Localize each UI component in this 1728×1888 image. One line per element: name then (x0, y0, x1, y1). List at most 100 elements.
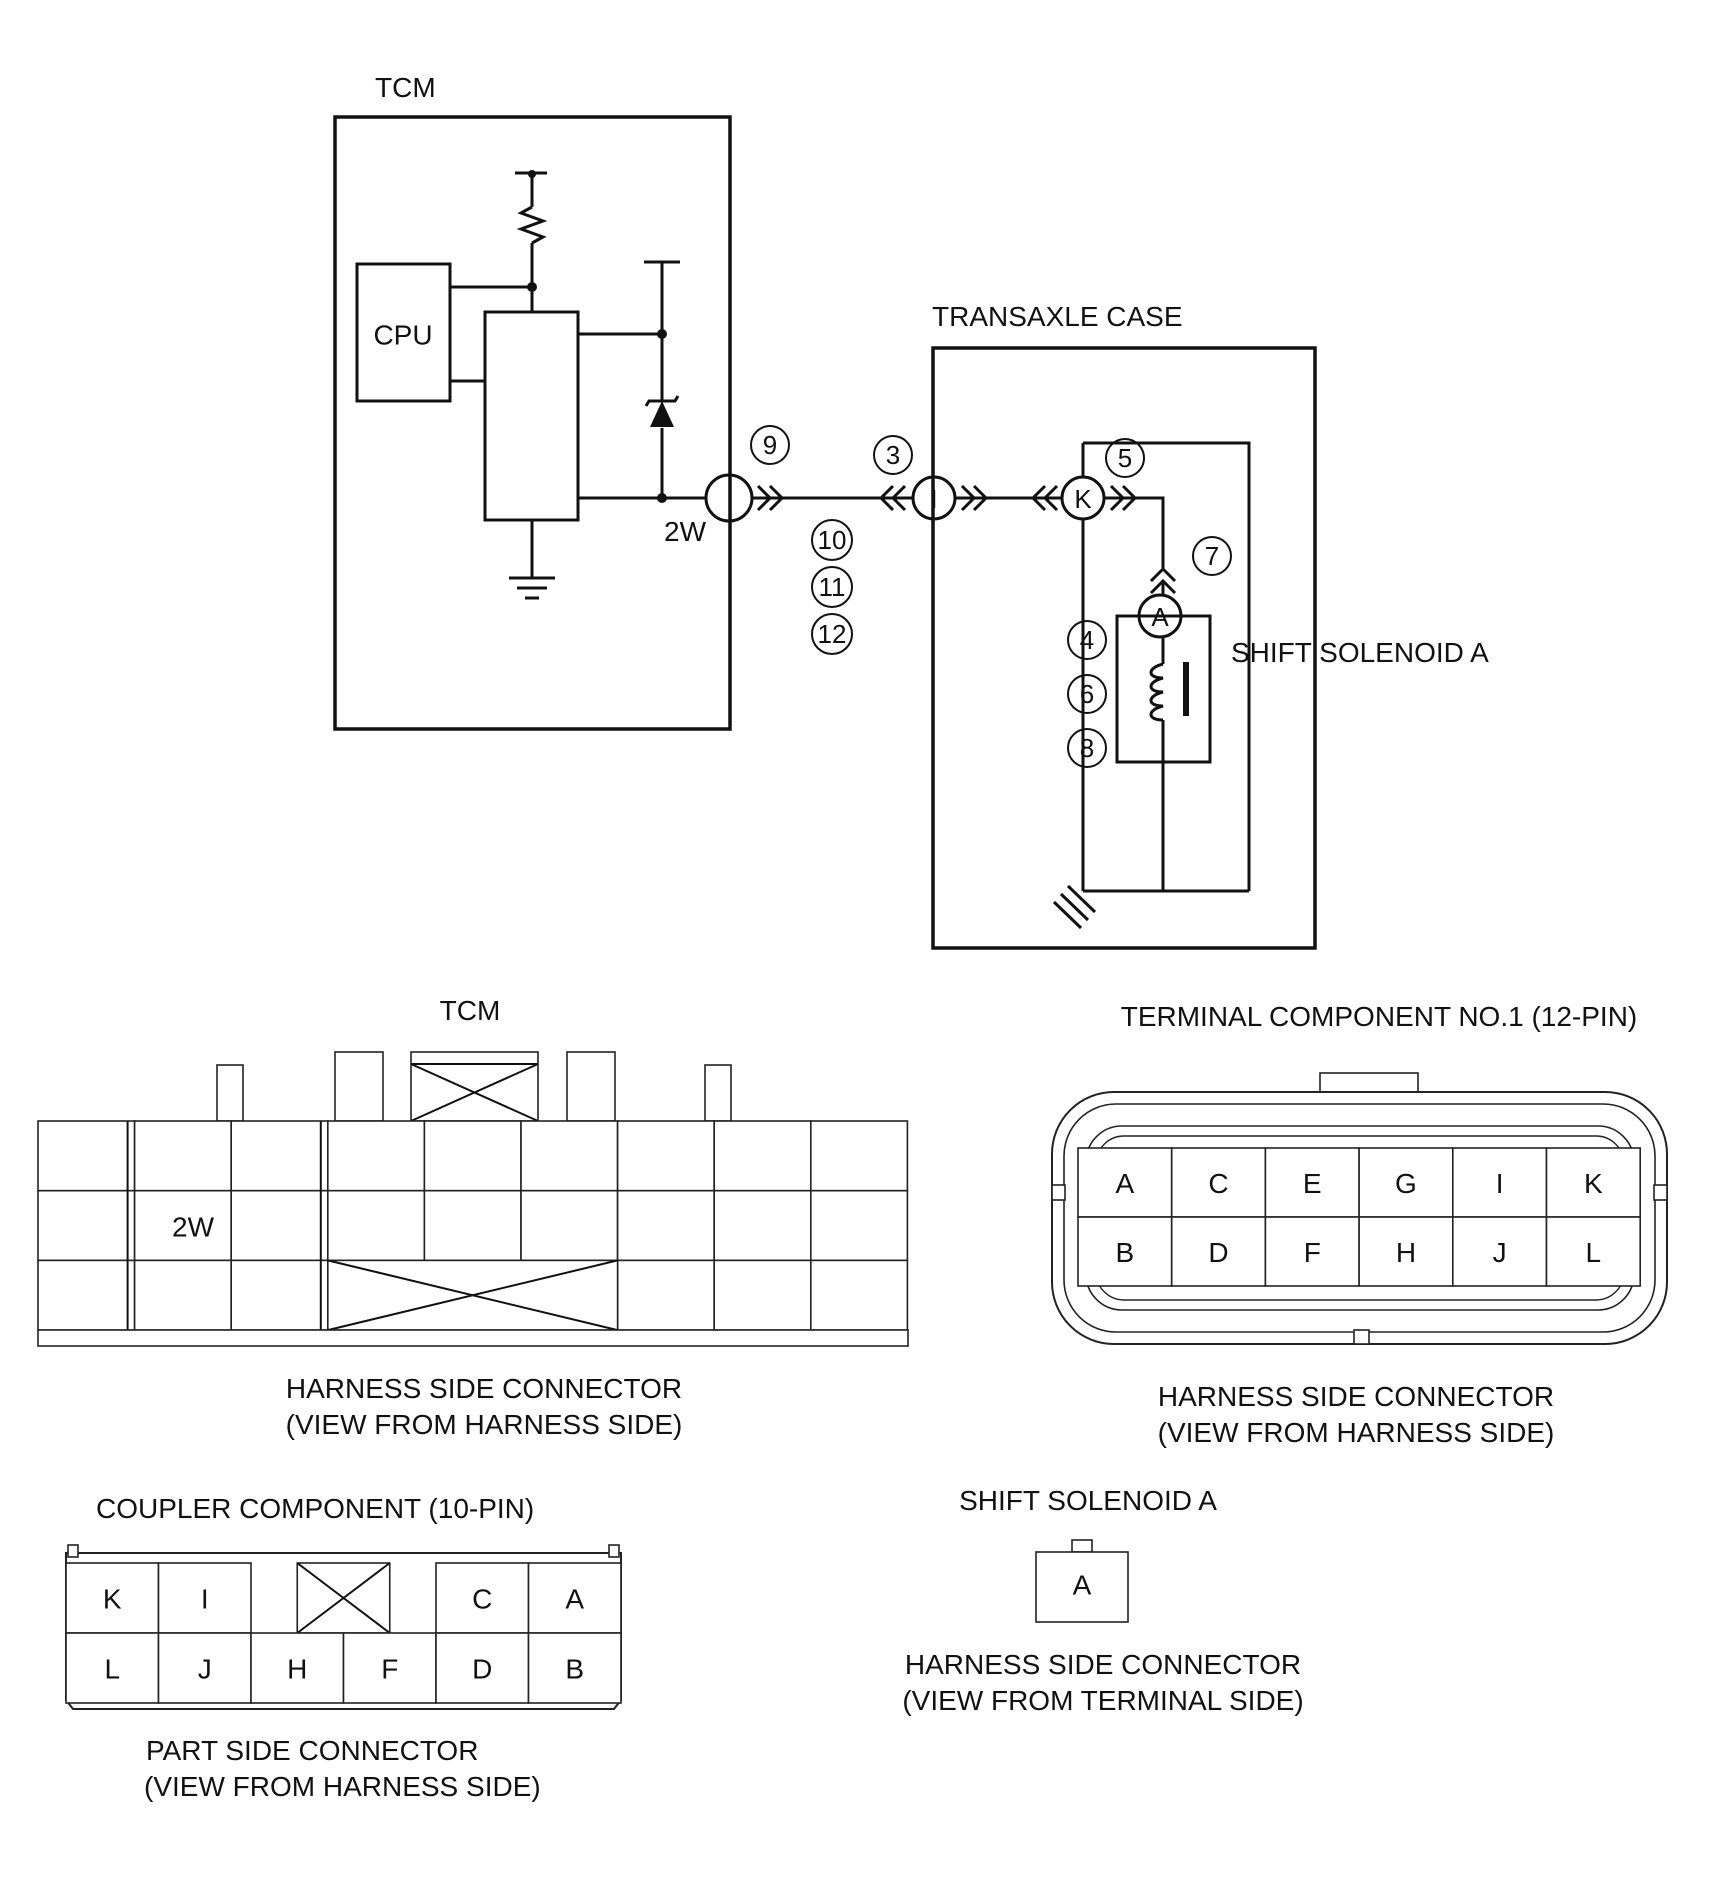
coupler-pin-h-label: H (287, 1654, 307, 1685)
terminal-pin-l (1545, 1216, 1641, 1287)
tcm-pin-cell (616, 1120, 715, 1192)
terminal-pin-d (1170, 1216, 1267, 1287)
tcm-pin-cell (713, 1189, 812, 1262)
tcm-pin-cell (230, 1259, 329, 1331)
tcm-pin-cell (37, 1189, 136, 1262)
coupler-pin-d-label: D (472, 1654, 492, 1685)
terminal-pin-d-label: D (1208, 1237, 1228, 1268)
tcm-pin-cell (713, 1259, 812, 1331)
tcm-label: TCM (375, 72, 436, 103)
tcm-pin-cell (809, 1189, 909, 1262)
coupler-pin-l-label: L (104, 1654, 120, 1685)
circuit-5: 5 (1118, 443, 1132, 473)
coupler-pin-h (250, 1632, 345, 1704)
terminal-pin-l-label: L (1586, 1237, 1602, 1268)
terminal-component-title: TERMINAL COMPONENT NO.1 (12-PIN) (1121, 1001, 1638, 1032)
coupler-pin-a-label: A (565, 1584, 584, 1615)
cpu-label: CPU (373, 320, 432, 351)
tcm-pin-cell (37, 1259, 136, 1331)
tcm-connector-title: TCM (440, 995, 501, 1026)
tcm-pin-cell (37, 1120, 136, 1192)
tcm-pin-cell (616, 1189, 715, 1262)
tcm-pin-cell (809, 1259, 909, 1331)
transaxle-box (931, 346, 1317, 950)
terminal-pin-j (1452, 1216, 1548, 1287)
terminal-pin-j-label: J (1493, 1237, 1507, 1268)
solenoid-coil-icon (1149, 662, 1164, 722)
terminal-pin-c-label: C (1208, 1168, 1228, 1199)
coupler-pin-k-label: K (103, 1584, 122, 1615)
circuit-7: 7 (1205, 541, 1219, 571)
zener-diode-icon (578, 260, 680, 503)
shift-solenoid-connector: SHIFT SOLENOID A A HARNESS SIDE CONNECTO… (902, 1485, 1303, 1716)
chassis-ground-icon (1052, 884, 1097, 930)
coupler-pin-j-label: J (198, 1654, 212, 1685)
terminal-component-caption-2: (VIEW FROM HARNESS SIDE) (1158, 1417, 1555, 1448)
tcm-connector-caption-2: (VIEW FROM HARNESS SIDE) (286, 1409, 683, 1440)
node-i-label: I (930, 484, 937, 514)
tcm-pin-cell (809, 1120, 909, 1192)
tcm-pin-cell (133, 1259, 233, 1331)
terminal-pin-b-label: B (1116, 1237, 1135, 1268)
tcm-connector-caption-1: HARNESS SIDE CONNECTOR (286, 1373, 682, 1404)
coupler-pin-b (527, 1632, 622, 1704)
pullup-resistor (515, 170, 548, 312)
node-k-label: K (1074, 484, 1092, 514)
transaxle-label: TRANSAXLE CASE (932, 301, 1183, 332)
tcm-pin-cell (713, 1120, 812, 1192)
shift-solenoid-pin-a (1035, 1551, 1129, 1623)
tcm-pin-cell (520, 1120, 619, 1192)
signal-wire (752, 484, 912, 512)
tcm-pin-cell (230, 1120, 329, 1192)
circuit-9: 9 (763, 430, 777, 460)
tcm-pin-cell (133, 1189, 233, 1262)
terminal-pin-a (1077, 1147, 1173, 1218)
circuit-10: 10 (818, 525, 847, 555)
coupler-component-caption-2: (VIEW FROM HARNESS SIDE) (144, 1771, 541, 1802)
circuit-numbers: 9 3 10 11 12 5 7 4 6 8 (750, 425, 1232, 768)
transaxle-case: TRANSAXLE CASE I K A SHIFT SOLENOID A (911, 301, 1489, 950)
circuit-11: 11 (819, 572, 846, 602)
terminal-pin-k (1545, 1147, 1641, 1218)
coupler-pin-c-label: C (472, 1584, 492, 1615)
terminal-pin-c (1170, 1147, 1267, 1218)
tcm-ground-icon (509, 520, 555, 600)
tcm-connector: TCM 2W HARNESS SIDE CONNECTOR (VIEW FROM… (37, 995, 909, 1440)
driver-ic (483, 310, 580, 522)
circuit-3: 3 (886, 440, 900, 470)
terminal-pin-a-label: A (1116, 1168, 1135, 1199)
tcm-pin-2w: 2W (172, 1212, 215, 1243)
terminal-pin-f-label: F (1304, 1237, 1321, 1268)
shift-solenoid-caption-2: (VIEW FROM TERMINAL SIDE) (902, 1685, 1303, 1716)
coupler-component-title: COUPLER COMPONENT (10-PIN) (96, 1493, 534, 1524)
coupler-pin-f-label: F (381, 1654, 398, 1685)
shift-solenoid-pin-a-label: A (1073, 1570, 1092, 1601)
coupler-pin-f (342, 1632, 437, 1704)
terminal-pin-e-label: E (1303, 1168, 1322, 1199)
coupler-pin-b-label: B (565, 1654, 584, 1685)
tcm-terminal-label: 2W (664, 516, 707, 547)
shift-solenoid-caption-1: HARNESS SIDE CONNECTOR (905, 1649, 1301, 1680)
coupler-pin-c (435, 1562, 530, 1634)
circuit-12: 12 (818, 619, 847, 649)
cpu-block (355, 262, 452, 403)
tcm-pin-cell (230, 1189, 329, 1262)
terminal-pin-e (1264, 1147, 1360, 1218)
tcm-module: TCM CPU (333, 72, 754, 731)
tcm-pin-cell (326, 1189, 426, 1262)
terminal-pin-i-label: I (1496, 1168, 1504, 1199)
terminal-pin-h-label: H (1396, 1237, 1416, 1268)
terminal-pin-k-label: K (1584, 1168, 1603, 1199)
terminal-pin-g (1358, 1147, 1454, 1218)
tcm-pin-cell (133, 1120, 233, 1192)
tcm-pin-cell (423, 1189, 522, 1262)
tcm-pin-cell (326, 1120, 426, 1192)
terminal-pin-b (1077, 1216, 1173, 1287)
tcm-box (333, 115, 732, 731)
terminal-component-caption-1: HARNESS SIDE CONNECTOR (1158, 1381, 1554, 1412)
